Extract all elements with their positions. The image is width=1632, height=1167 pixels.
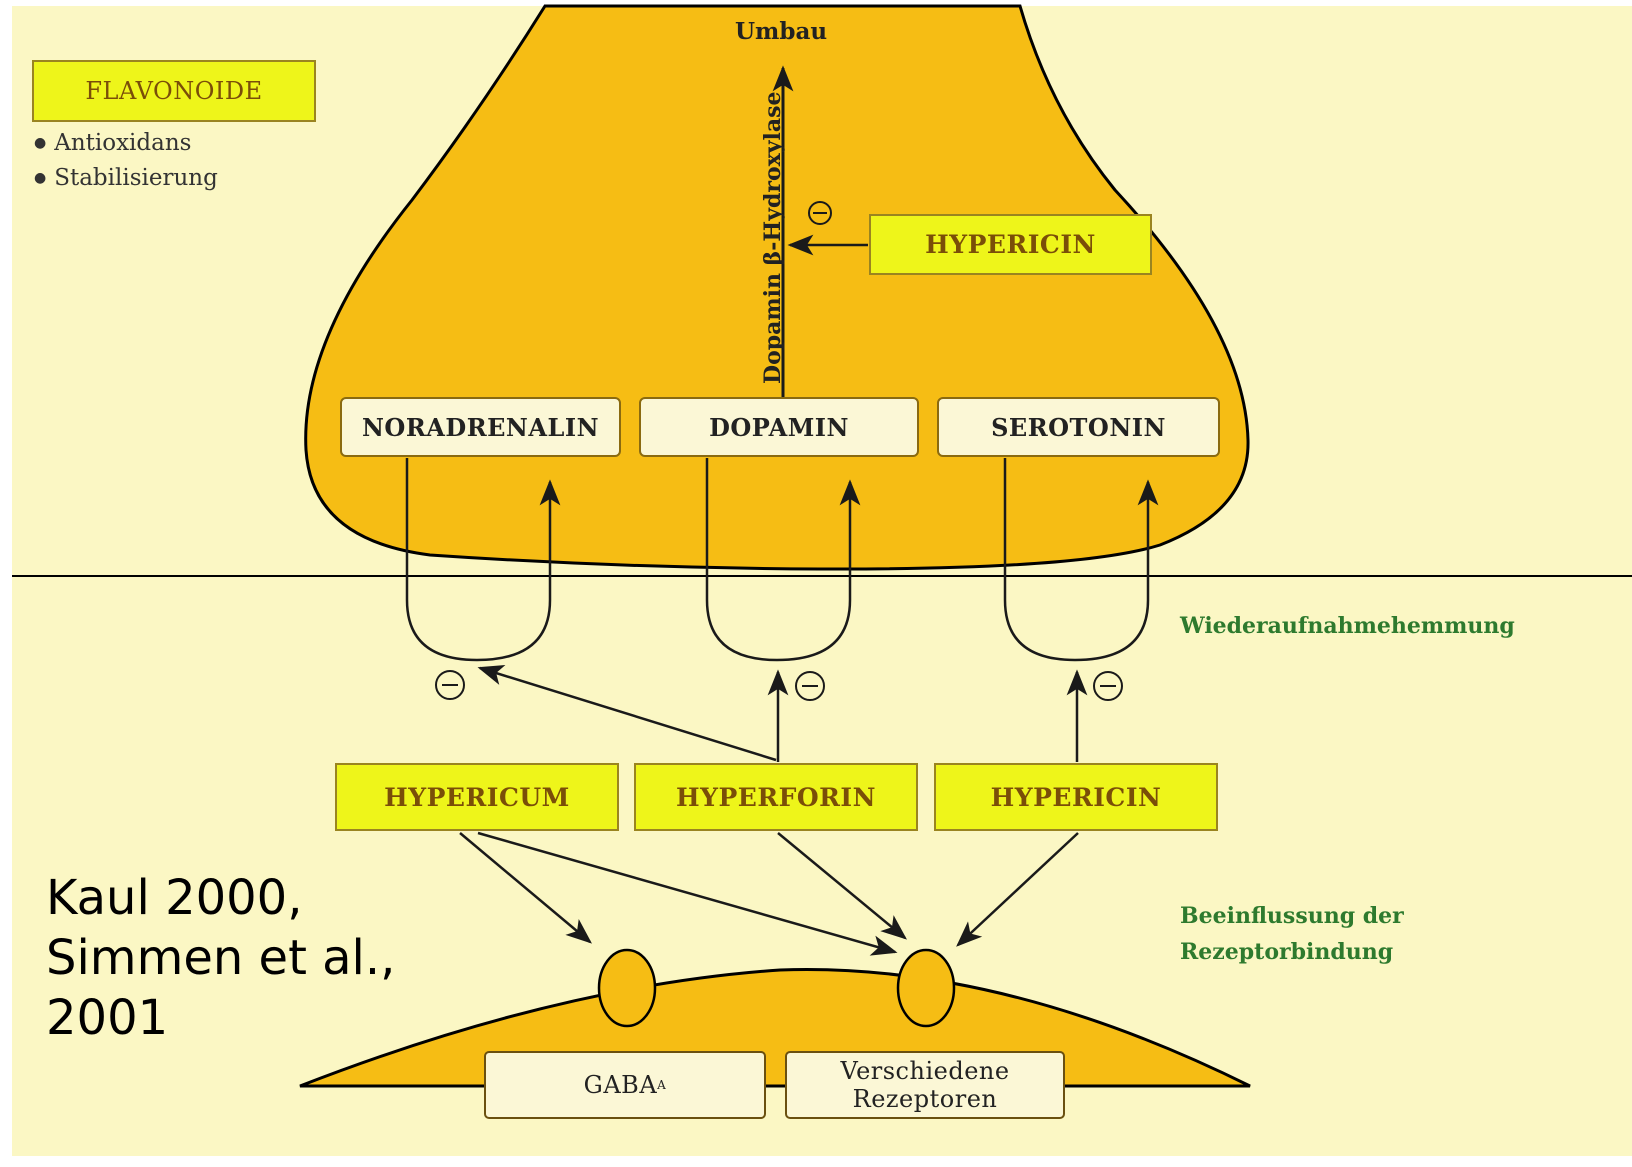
hyperforin-to-receptors-arrow [777, 832, 908, 940]
umbau-label: Umbau [735, 18, 828, 45]
flavonoide-list: Antioxidans Stabilisierung [34, 126, 218, 196]
various-receptors-line-2: Rezeptoren [852, 1085, 998, 1113]
reuptake-loop-serotonin [1003, 458, 1159, 662]
inhibit-symbol-dopamin [795, 671, 825, 701]
hyperforin-to-noradrenalin-arrow [477, 665, 777, 762]
hypericum-to-gaba-arrow [459, 832, 592, 944]
citation-text: Kaul 2000, Simmen et al., 2001 [46, 868, 395, 1048]
gaba-subscript: A [657, 1078, 667, 1092]
citation-line-2: Simmen et al., [46, 930, 396, 986]
hypericin-to-receptors-arrow [956, 832, 1079, 947]
inhibit-symbol-top [808, 201, 832, 225]
noradrenalin-box: NORADRENALIN [340, 397, 621, 457]
inhibit-symbol-noradrenalin [435, 670, 465, 700]
citation-line-3: 2001 [46, 990, 169, 1046]
hypericum-box: HYPERICUM [335, 763, 619, 831]
citation-line-1: Kaul 2000, [46, 870, 303, 926]
serotonin-box: SEROTONIN [937, 397, 1220, 457]
postsynaptic-membrane [299, 968, 1251, 1088]
enzyme-label: Dopamin β-Hydroxylase [760, 91, 786, 384]
receptor-various-oval [896, 948, 956, 1028]
reuptake-label: Wiederaufnahmehemmung [1180, 613, 1515, 639]
hypericum-to-receptors-arrow [477, 831, 898, 956]
hypericin-bottom-box: HYPERICIN [934, 763, 1218, 831]
hypericin-top-box: HYPERICIN [869, 214, 1152, 275]
hyperforin-box: HYPERFORIN [634, 763, 918, 831]
reuptake-loop-noradrenalin [405, 458, 561, 662]
receptor-gaba-oval [597, 948, 657, 1028]
flavonoide-item-antioxidans: Antioxidans [34, 126, 218, 161]
various-receptors-line-1: Verschiedene [840, 1057, 1010, 1085]
flavonoide-item-stabilisierung: Stabilisierung [34, 161, 218, 196]
various-receptors-box: Verschiedene Rezeptoren [785, 1051, 1065, 1119]
reuptake-loop-dopamin [705, 458, 861, 662]
receptor-binding-line-1: Beeinflussung der [1180, 903, 1404, 929]
receptor-binding-label: Beeinflussung der Rezeptorbindung [1180, 898, 1404, 970]
receptor-binding-line-2: Rezeptorbindung [1180, 939, 1394, 965]
inhibit-symbol-serotonin [1093, 671, 1123, 701]
flavonoide-box: FLAVONOIDE [32, 60, 316, 122]
gaba-label: GABA [583, 1071, 658, 1099]
dopamin-box: DOPAMIN [639, 397, 919, 457]
